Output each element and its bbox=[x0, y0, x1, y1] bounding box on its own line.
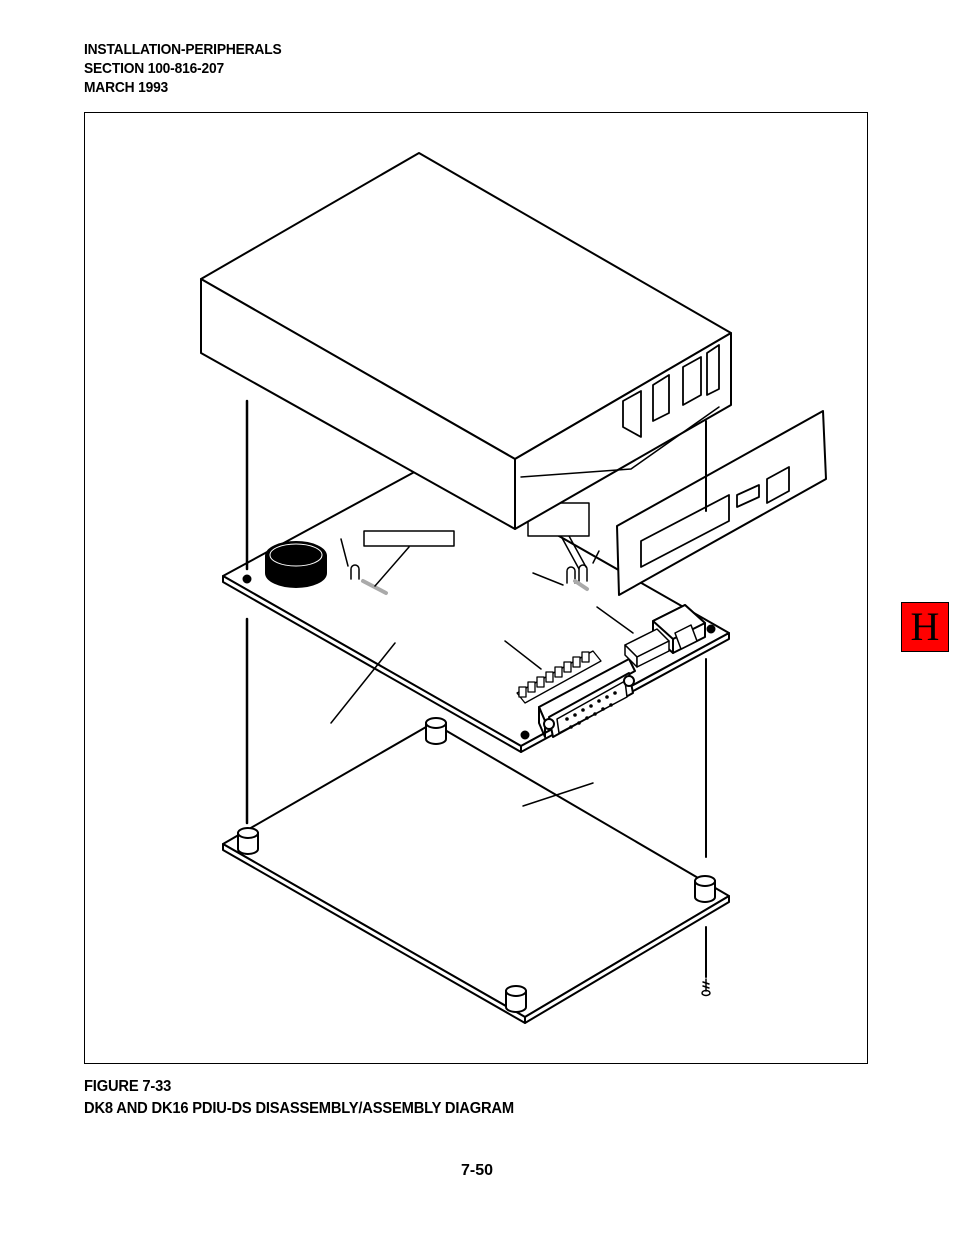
db25-connector bbox=[538, 658, 636, 738]
header-line-2: SECTION 100-816-207 bbox=[84, 60, 224, 77]
top-cover bbox=[200, 152, 732, 530]
buzzer bbox=[265, 541, 327, 588]
header-line-3: MARCH 1993 bbox=[84, 79, 169, 96]
alignment-lines bbox=[245, 399, 707, 978]
figure-caption: FIGURE 7-33 DK8 AND DK16 PDIU-DS DISASSE… bbox=[84, 1076, 514, 1120]
figure-number: FIGURE 7-33 bbox=[84, 1078, 172, 1095]
header-line-1: INSTALLATION-PERIPHERALS bbox=[84, 41, 282, 58]
jumper-right bbox=[527, 502, 600, 591]
base-plate bbox=[222, 722, 730, 1024]
jumper-left bbox=[340, 530, 455, 595]
standoff-front bbox=[505, 985, 527, 1013]
figure-title: DK8 AND DK16 PDIU-DS DISASSEMBLY/ASSEMBL… bbox=[84, 1100, 514, 1117]
figure-frame bbox=[84, 112, 868, 1064]
standoff-back bbox=[425, 717, 447, 745]
section-tab[interactable]: H bbox=[901, 602, 949, 652]
page-header: INSTALLATION-PERIPHERALS SECTION 100-816… bbox=[84, 40, 282, 97]
standoff-right bbox=[694, 875, 716, 903]
section-tab-letter: H bbox=[910, 604, 940, 649]
screw bbox=[701, 978, 711, 997]
standoff-left bbox=[237, 827, 259, 855]
front-panel bbox=[616, 410, 827, 596]
page-number: 7-50 bbox=[460, 1162, 494, 1179]
assembly-diagram bbox=[200, 152, 827, 1024]
pin-header bbox=[624, 628, 670, 668]
dip-switch-bank bbox=[516, 650, 602, 704]
